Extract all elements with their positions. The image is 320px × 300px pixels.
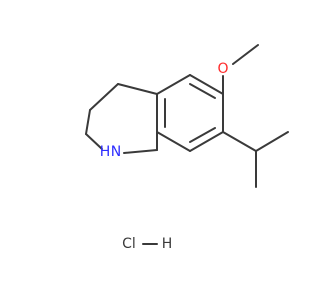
aromatic-bond-1 xyxy=(189,83,216,99)
nitrogen-h-label: H xyxy=(100,144,111,160)
nitrogen-atom-label: N xyxy=(111,144,121,160)
bond-ring-4 xyxy=(156,131,191,152)
bond-o-methyl xyxy=(232,44,259,65)
aromatic-bond-2 xyxy=(189,127,216,143)
bond-ring-3 xyxy=(189,131,224,152)
bond-ring-1 xyxy=(189,74,224,95)
bond-azepine-3 xyxy=(85,109,91,135)
chlorine-atom-label: Cl xyxy=(122,236,136,252)
bond-azepine-2 xyxy=(89,83,119,111)
chemical-structure: O H N Cl H xyxy=(85,44,289,252)
bond-azepine-1 xyxy=(117,83,158,95)
oxygen-atom-label: O xyxy=(217,61,228,77)
bond-isopropyl-methyl-2 xyxy=(255,131,289,152)
bond-ring-isopropyl xyxy=(222,131,257,152)
bond-azepine-4 xyxy=(85,133,103,150)
bond-ring-6 xyxy=(156,74,191,95)
hydrogen-atom-label: H xyxy=(162,236,173,252)
bond-azepine-5 xyxy=(123,149,158,154)
